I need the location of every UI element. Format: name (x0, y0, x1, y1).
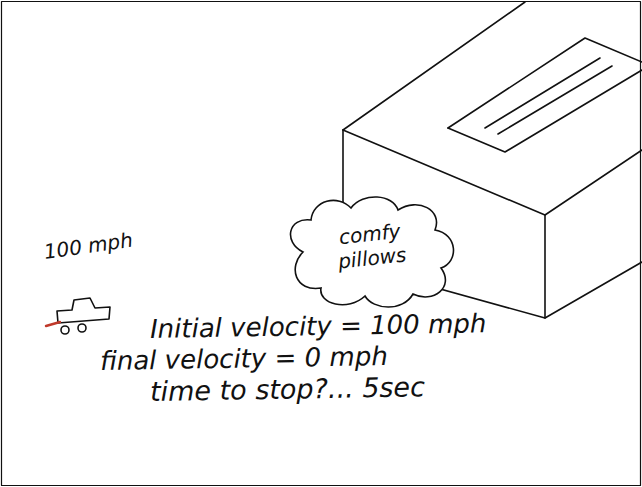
cloud-node: comfy pillows (283, 192, 459, 310)
note-text: Initial velocity = 100 mph (150, 306, 620, 344)
car-icon (46, 298, 110, 334)
note-text: 100 mph (42, 223, 164, 263)
